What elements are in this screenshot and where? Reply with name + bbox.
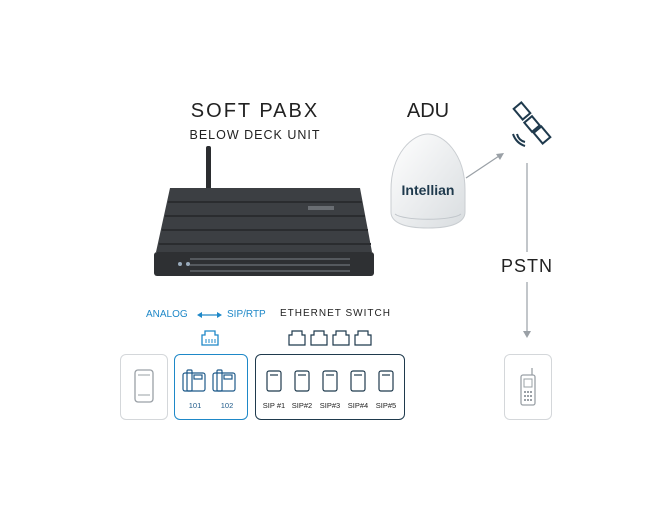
- adu-label: ADU: [406, 100, 450, 122]
- pstn-label: PSTN: [500, 256, 553, 276]
- analog-phones-box: 101 102: [174, 354, 248, 420]
- sip-phone-1-label: SIP #1: [262, 401, 286, 410]
- phone-102-label: 102: [220, 401, 234, 410]
- ethernet-switch-label: ETHERNET SWITCH: [280, 308, 391, 319]
- mobile-phone-icon: [520, 368, 536, 406]
- sip-phone-icons: [266, 370, 394, 392]
- sip-phones-box: SIP #1 SIP#2 SIP#3 SIP#4 SIP#5: [255, 354, 405, 420]
- sip-phone-5-label: SIP#5: [375, 401, 397, 410]
- sip-phone-3-label: SIP#3: [319, 401, 341, 410]
- sip-phone-4-label: SIP#4: [347, 401, 369, 410]
- satellite-icon: [512, 101, 552, 147]
- soft-pabx-title: SOFT PABX: [190, 100, 320, 122]
- mobile-phone-box: [504, 354, 552, 420]
- below-deck-unit-subtitle: BELOW DECK UNIT: [189, 128, 321, 142]
- desk-phone-icons: [182, 369, 236, 392]
- analog-label: ANALOG: [146, 309, 188, 320]
- analog-port-icon: [201, 330, 219, 346]
- phone-101-label: 101: [188, 401, 202, 410]
- smartphone-icon: [134, 369, 154, 403]
- smartphone-box: [120, 354, 168, 420]
- ethernet-port-icons: [288, 330, 372, 346]
- adu-dome: [390, 133, 466, 229]
- sip-phone-2-label: SIP#2: [291, 401, 313, 410]
- sip-rtp-label: SIP/RTP: [227, 309, 266, 320]
- intellian-logo-text: Intellian: [401, 182, 455, 198]
- below-deck-unit-device: [154, 146, 374, 276]
